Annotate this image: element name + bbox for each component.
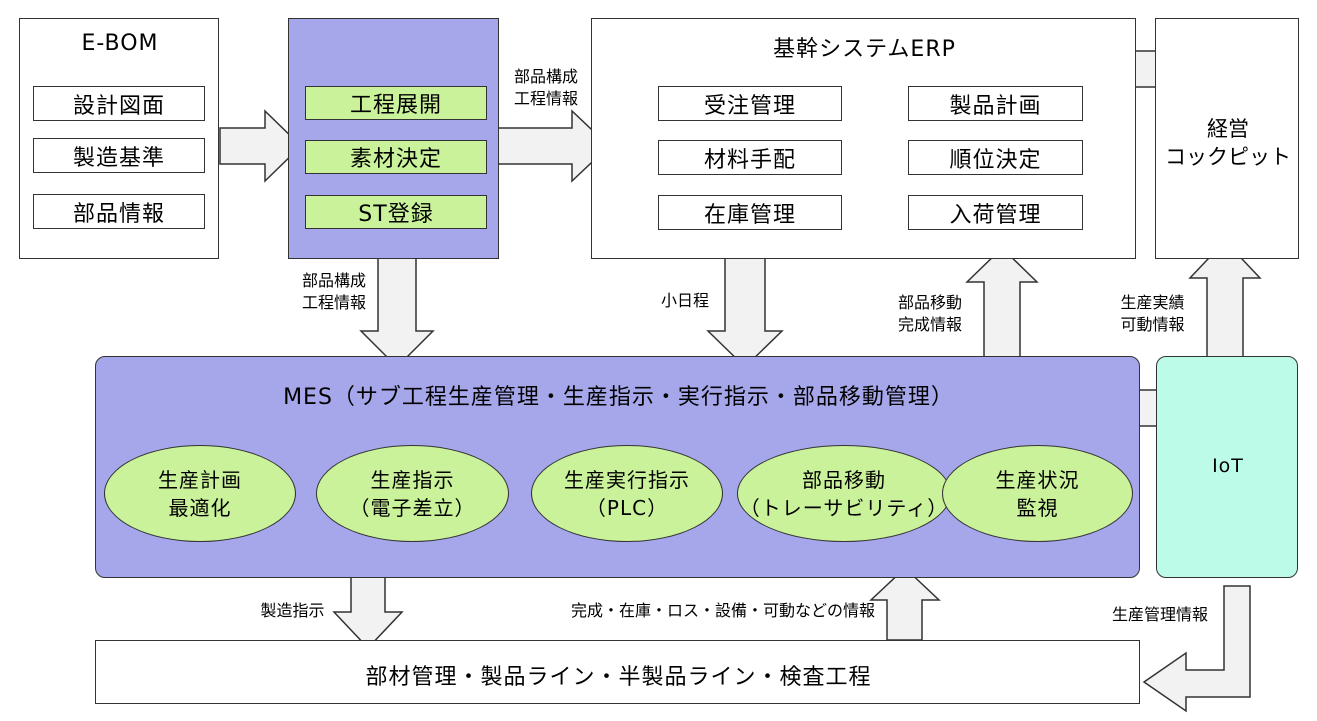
erp-item-inventory: 在庫管理 xyxy=(658,195,842,230)
mes-title: MES（サブ工程生産管理・生産指示・実行指示・部品移動管理） xyxy=(283,385,954,410)
label-instructions: 製造指示 xyxy=(260,601,325,620)
ebom-title: E-BOM xyxy=(81,31,159,56)
erp-title: 基幹システムERP xyxy=(773,37,956,62)
mes-function-traceability: 部品移動 （トレーサビリティ） xyxy=(737,445,951,542)
label-to-erp: 部品構成 工程情報 xyxy=(513,67,578,108)
mes-function-monitoring: 生産状況 監視 xyxy=(942,445,1133,542)
erp-item-orders: 受注管理 xyxy=(658,86,842,121)
cockpit-title: 経営 コックピット xyxy=(1165,117,1291,169)
arrow-floor-to-mes xyxy=(869,566,941,641)
process-item-expand: 工程展開 xyxy=(305,86,487,120)
label-schedule: 小日程 xyxy=(660,291,709,310)
erp-item-product-plan: 製品計画 xyxy=(908,86,1083,121)
label-to-mes: 部品構成 工程情報 xyxy=(301,271,366,312)
arrow-ebom-to-process xyxy=(219,109,303,183)
arrow-iot-to-cockpit xyxy=(1188,239,1262,369)
label-parts-move: 部品移動 完成情報 xyxy=(897,293,962,334)
arrow-iot-to-floor xyxy=(1142,585,1251,713)
mes-function-plan-optimize: 生産計画 最適化 xyxy=(104,445,296,542)
erp-item-materials: 材料手配 xyxy=(658,140,842,175)
arrow-mes-to-erp xyxy=(965,246,1039,369)
arrow-mes-to-floor xyxy=(332,569,404,650)
label-prod-mgmt: 生産管理情報 xyxy=(1111,605,1208,624)
iot-panel: IoT xyxy=(1156,356,1298,578)
mes-function-execution: 生産実行指示 （PLC） xyxy=(531,445,723,542)
erp-item-receiving: 入荷管理 xyxy=(908,195,1083,230)
label-feedback: 完成・在庫・ロス・設備・可動などの情報 xyxy=(570,601,875,620)
process-item-material: 素材決定 xyxy=(305,140,487,174)
floor-title: 部材管理・製品ライン・半製品ライン・検査工程 xyxy=(365,665,872,690)
erp-item-priority: 順位決定 xyxy=(908,140,1083,175)
process-item-st: ST登録 xyxy=(305,195,487,229)
ebom-item-design: 設計図面 xyxy=(33,86,205,121)
arrow-process-to-erp xyxy=(497,109,611,183)
label-results: 生産実績 可動情報 xyxy=(1120,293,1185,334)
floor-panel: 部材管理・製品ライン・半製品ライン・検査工程 xyxy=(95,640,1140,704)
iot-title: IoT xyxy=(1212,455,1244,477)
mes-function-dispatch: 生産指示 （電子差立） xyxy=(316,445,509,542)
ebom-item-standard: 製造基準 xyxy=(33,138,205,173)
ebom-item-parts: 部品情報 xyxy=(33,194,205,229)
cockpit-panel: 経営 コックピット xyxy=(1155,18,1299,259)
